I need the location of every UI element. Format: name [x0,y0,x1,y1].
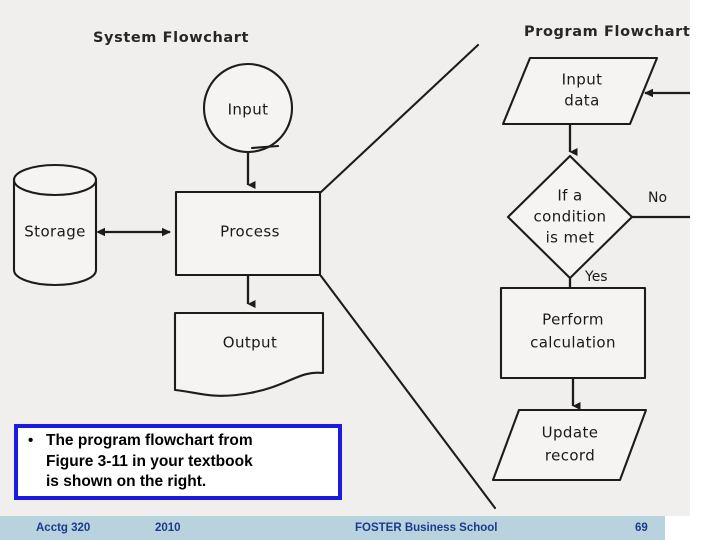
bullet-row: • The program flowchart from Figure 3-11… [18,429,259,495]
footer-page-number: 69 [635,522,648,534]
footer-school: FOSTER Business School [355,522,498,534]
node-input-data-shape [501,56,659,126]
node-process-label: Process [220,223,280,241]
footer-year: 2010 [155,522,181,534]
node-update-record-line1: Update [542,424,599,442]
system-flowchart-title: System Flowchart [93,30,249,46]
program-flowchart-title: Program Flowchart [524,24,690,40]
node-storage-top [12,163,98,197]
node-update-record-shape [491,408,648,482]
node-perform-calculation-line1: Perform [542,311,604,329]
node-input-data-line2: data [564,92,599,110]
edge-condition-no-loop [632,88,690,219]
bullet-glyph: • [28,432,34,450]
callout-text: The program flowchart from Figure 3-11 i… [46,432,253,491]
node-process-shape [174,190,322,277]
node-perform-calculation-line2: calculation [530,334,616,352]
node-output-label: Output [223,334,278,352]
node-update-record-line2: record [545,447,595,465]
edge-label-yes: Yes [584,269,608,285]
fan-line-upper [319,43,480,194]
node-perform-calculation-shape [499,286,647,380]
node-condition-line3: is met [546,229,595,247]
callout-textbox: • The program flowchart from Figure 3-11… [14,424,342,500]
node-storage-label: Storage [24,223,86,241]
node-input-data-line1: Input [562,71,603,89]
node-condition-line2: condition [534,208,607,226]
node-output-shape [173,311,325,397]
flowchart-svg: System Flowchart Input Storage Process O… [12,24,690,510]
stray-tick-mark [250,144,280,150]
slide-footer: Acctg 320 2010 FOSTER Business School 69 [0,516,665,540]
footer-course: Acctg 320 [36,522,91,534]
node-storage-body [12,180,98,287]
node-input-label: Input [228,101,269,119]
edge-label-no: No [648,190,667,206]
node-condition-line1: If a [557,187,582,205]
fan-line-lower [319,274,497,510]
